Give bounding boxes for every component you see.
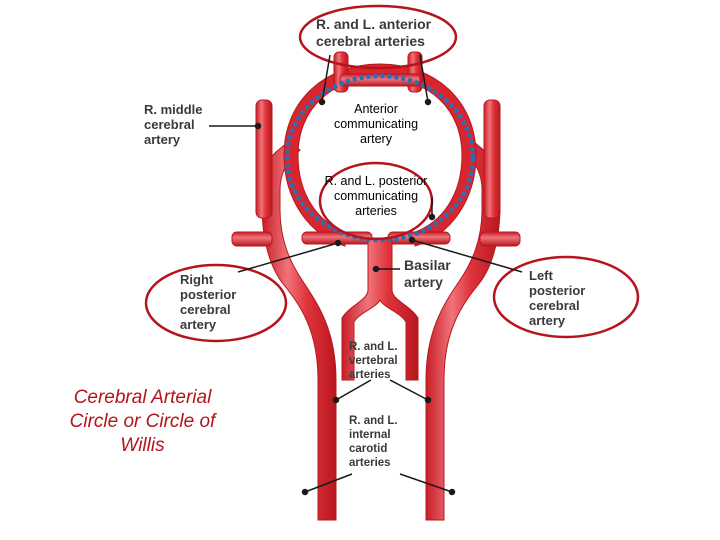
anterior-cerebral-highlight — [298, 4, 458, 70]
posterior-communicating-arteries-label: R. and L. posterior communicating arteri… — [324, 174, 428, 218]
internal-carotid-arteries-label: R. and L. internal carotid arteries — [349, 415, 398, 469]
basilar-artery — [341, 237, 419, 381]
circle-vessel-ring — [283, 63, 477, 247]
vertebral-arteries-label: R. and L. vertebral arteries — [349, 341, 398, 381]
right-posterior-cerebral-highlight — [144, 263, 288, 343]
right-middle-cerebral-artery — [255, 99, 273, 219]
left-side-branch — [479, 231, 521, 247]
right-posterior-cerebral-artery-label: Right posterior cerebral artery — [180, 272, 237, 332]
right-side-branch — [231, 231, 273, 247]
left-posterior-cerebral-artery-label: Left posterior cerebral artery — [529, 268, 586, 328]
arteries — [231, 51, 521, 521]
left-posterior-cerebral-highlight — [492, 255, 640, 339]
leader-lines — [209, 54, 523, 496]
anterior-communicating-segment — [339, 73, 421, 87]
anterior-communicating-artery-label: Anterior communicating artery — [333, 102, 419, 146]
left-middle-cerebral-artery — [483, 99, 501, 219]
basilar-artery-label: Basilar artery — [404, 257, 451, 290]
diagram-caption: Cerebral Arterial Circle or Circle of Wi… — [69, 387, 216, 456]
middle-cerebral-artery-label: R. middle cerebral artery — [144, 102, 203, 147]
anterior-cerebral-arteries-label: R. and L. anterior cerebral arteries — [316, 16, 432, 49]
circle-of-willis-ring — [284, 73, 476, 243]
